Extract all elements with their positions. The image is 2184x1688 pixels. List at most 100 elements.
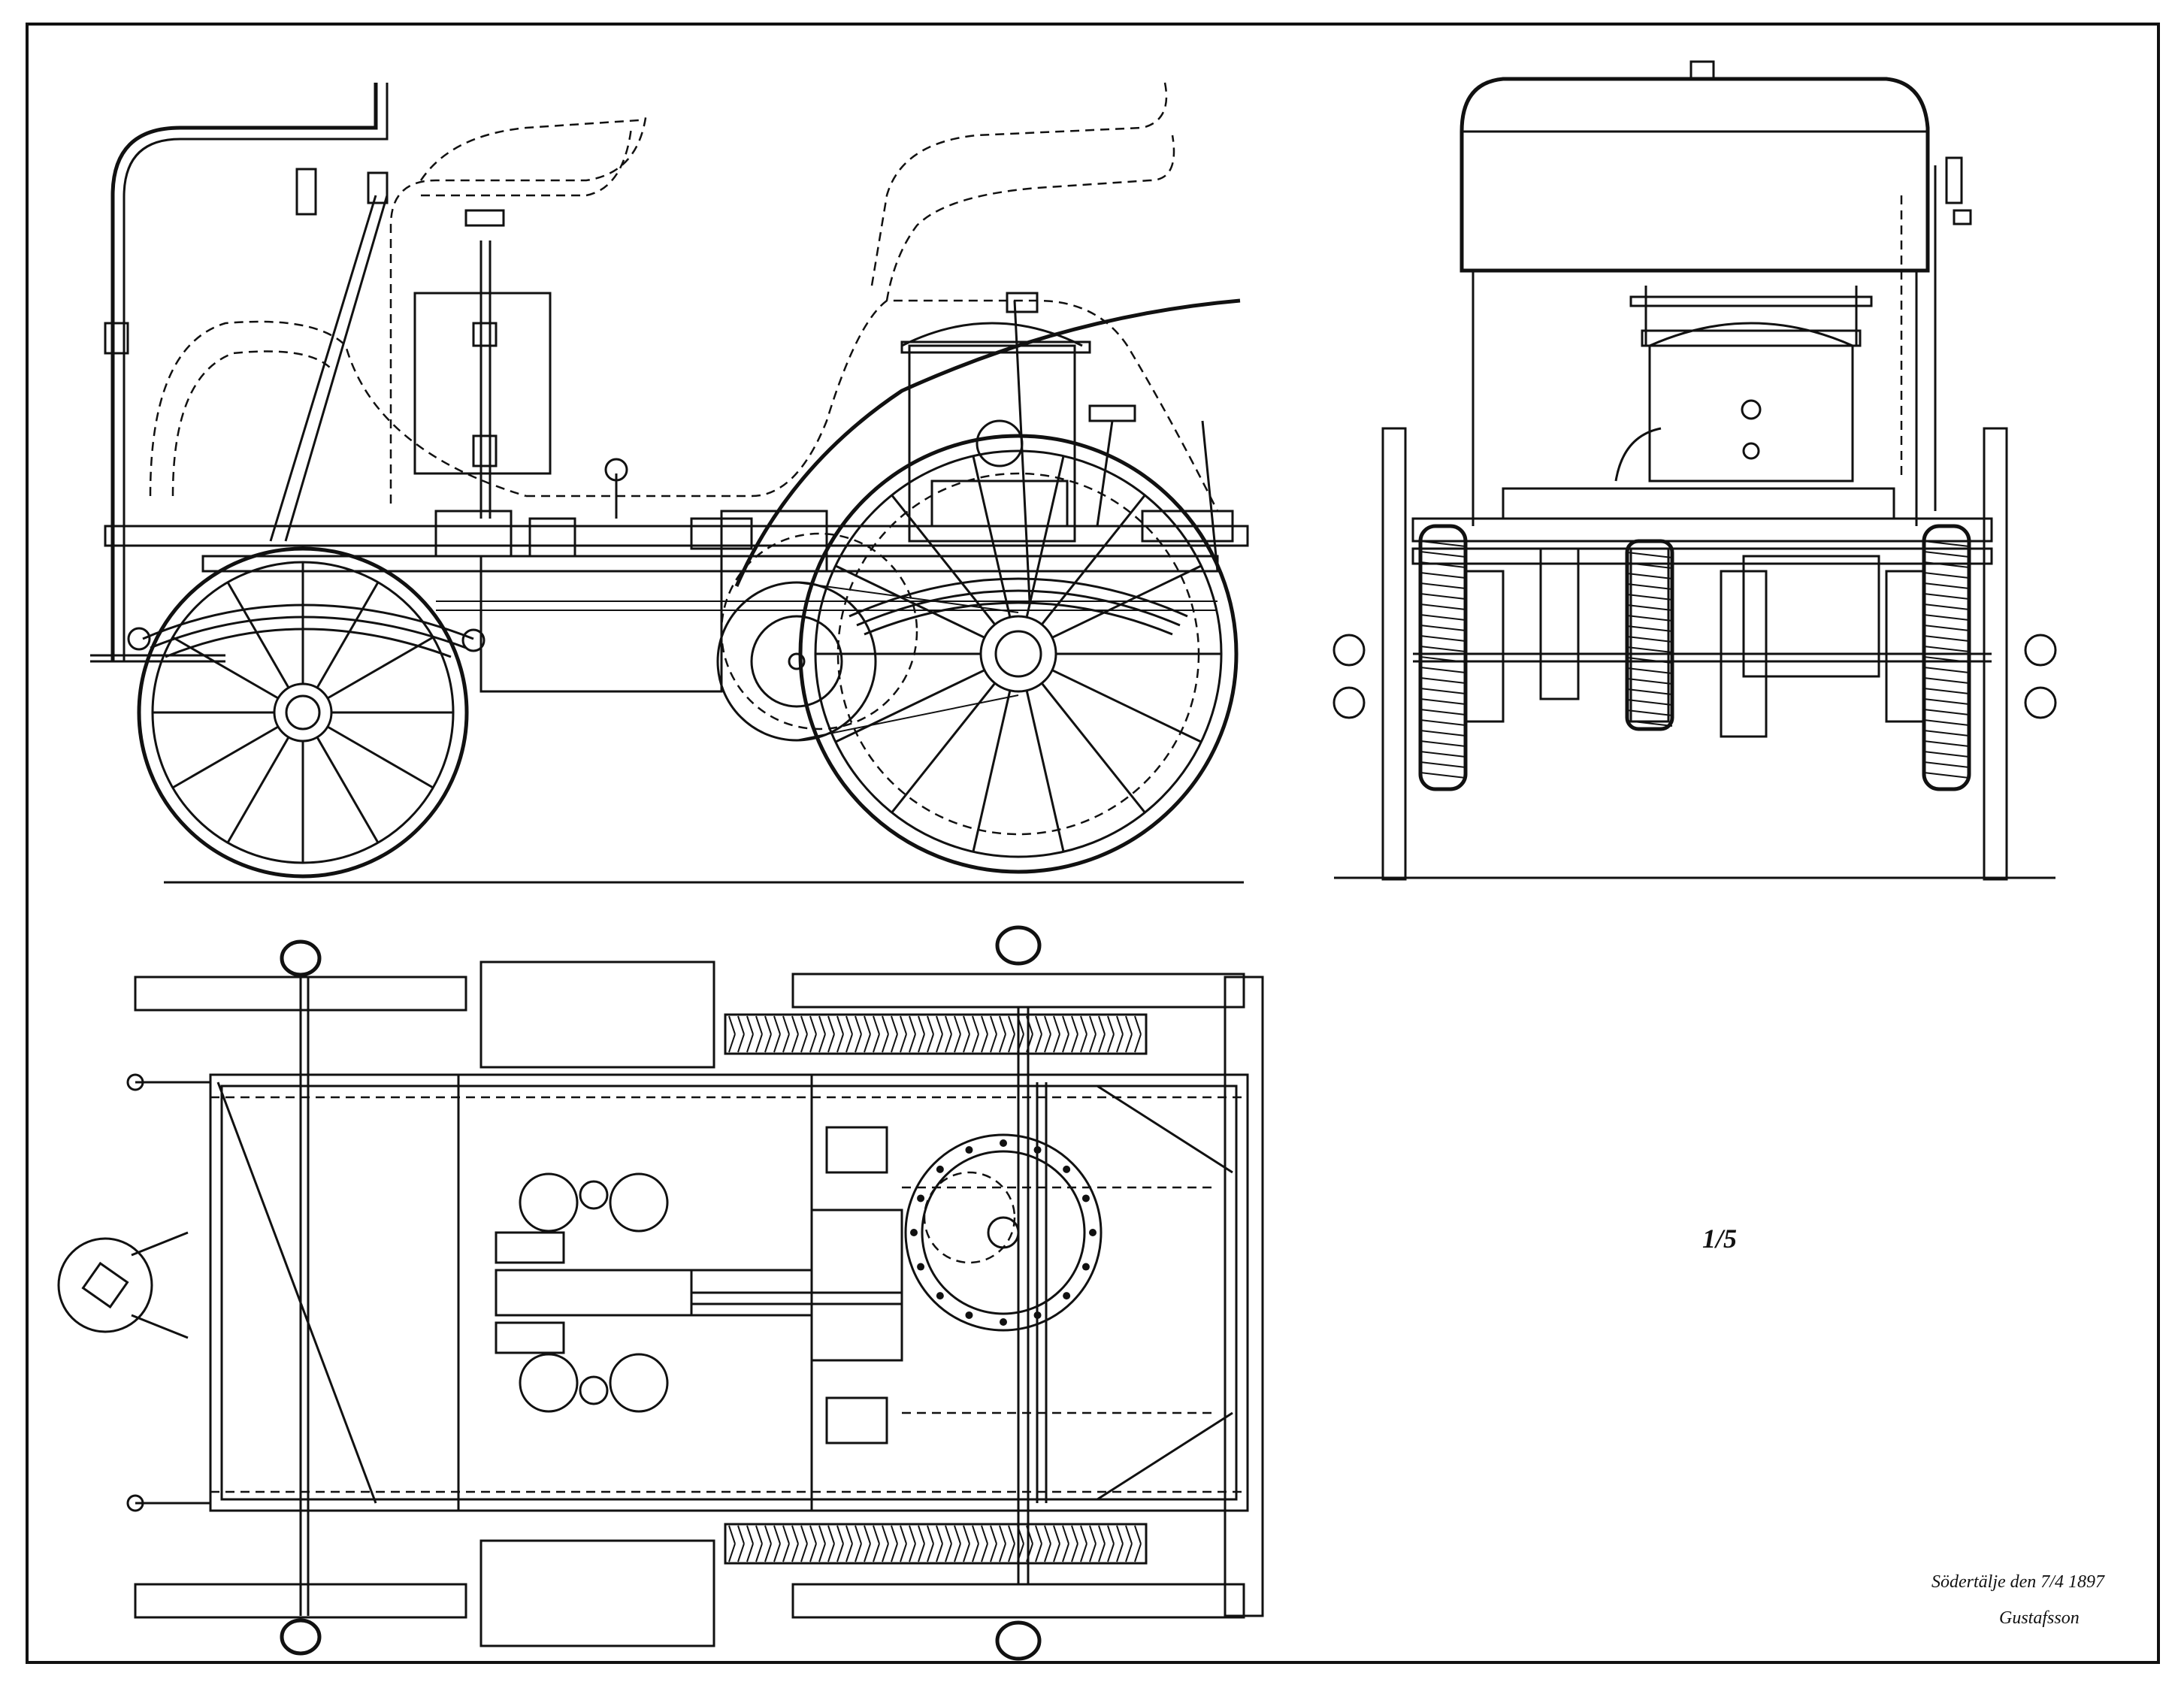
- drawing-stroke: [1626, 636, 1673, 643]
- drawing-stroke: [1420, 646, 1466, 652]
- drawing-stroke: [746, 1525, 754, 1544]
- drawing-stroke: [972, 1543, 979, 1562]
- steering-tiller: [104, 83, 389, 661]
- plan-gearbox: [690, 1126, 1218, 1444]
- drawing-stroke: [855, 1525, 862, 1544]
- drawing-stroke: [1923, 551, 1970, 558]
- drawing-stroke: [1053, 1015, 1060, 1035]
- drawing-stroke: [1420, 772, 1466, 779]
- front-steering: [1900, 156, 1972, 511]
- drawing-stroke: [1923, 719, 1970, 726]
- drawing-stroke: [827, 1033, 835, 1053]
- drawing-stroke: [1089, 1525, 1097, 1544]
- drawing-stroke: [1626, 594, 1673, 600]
- drawing-stroke: [1107, 1033, 1115, 1053]
- drawing-stroke: [999, 1525, 1006, 1544]
- plan-flywheel: [904, 1133, 1103, 1332]
- drawing-stroke: [809, 1015, 817, 1035]
- plan-rear-wheels: [724, 925, 1245, 1661]
- drawing-stroke: [1923, 646, 1970, 652]
- drawing-stroke: [990, 1543, 997, 1562]
- drawing-stroke: [1923, 593, 1970, 600]
- drawing-stroke: [1098, 1543, 1106, 1562]
- drawing-stroke: [1080, 1525, 1087, 1544]
- drawing-stroke: [1626, 646, 1673, 653]
- drawing-stroke: [1626, 720, 1673, 727]
- drawing-stroke: [909, 1543, 916, 1562]
- drawing-stroke: [1044, 1525, 1051, 1544]
- control-box: [413, 209, 552, 519]
- drawing-stroke: [737, 1033, 745, 1053]
- drawing-stroke: [1041, 494, 1146, 625]
- drawing-stroke: [755, 1015, 763, 1035]
- drawing-stroke: [882, 1525, 889, 1544]
- drawing-stroke: [1053, 1543, 1060, 1562]
- drawing-stroke: [746, 1015, 754, 1035]
- engine-tank: [900, 292, 1091, 602]
- drawing-stroke: [1134, 1033, 1142, 1053]
- drawing-stroke: [1626, 583, 1673, 590]
- place-date-label: Södertälje den 7/4 1897: [1931, 1572, 2105, 1592]
- drawing-stroke: [1923, 604, 1970, 610]
- drawing-stroke: [981, 1543, 988, 1562]
- sheet-border: [26, 23, 2160, 1664]
- drawing-stroke: [927, 1015, 934, 1035]
- drawing-stroke: [764, 1033, 772, 1053]
- drawing-stroke: [728, 1543, 736, 1562]
- drawing-stroke: [800, 1015, 808, 1035]
- drawing-stroke: [999, 1015, 1006, 1035]
- drawing-stroke: [1035, 1525, 1042, 1544]
- drawing-stroke: [1923, 709, 1970, 715]
- drawing-stroke: [836, 1543, 844, 1562]
- drawing-stroke: [1923, 761, 1970, 768]
- drawing-stroke: [327, 725, 434, 789]
- drawing-stroke: [791, 1525, 799, 1544]
- drawing-stroke: [1134, 1015, 1142, 1035]
- drawing-stroke: [873, 1525, 880, 1544]
- drawing-stroke: [918, 1033, 925, 1053]
- drawing-stroke: [737, 1015, 745, 1035]
- drawing-stroke: [836, 1525, 844, 1544]
- drawing-stroke: [1044, 1015, 1051, 1035]
- drawing-stroke: [900, 1543, 907, 1562]
- drawing-stroke: [1041, 682, 1146, 814]
- drawing-stroke: [864, 1015, 871, 1035]
- drawing-stroke: [1062, 1543, 1069, 1562]
- leaf-springs: [127, 577, 1188, 658]
- drawing-stroke: [1420, 593, 1466, 600]
- drawing-stroke: [1116, 1543, 1124, 1562]
- drawing-stroke: [1420, 614, 1466, 621]
- rear-wheel: [798, 434, 1239, 874]
- drawing-stroke: [773, 1525, 781, 1544]
- drawing-stroke: [963, 1543, 970, 1562]
- flywheel-bolt: [917, 1263, 925, 1271]
- drawing-stroke: [1062, 1525, 1069, 1544]
- drawing-stroke: [909, 1015, 916, 1035]
- drawing-stroke: [873, 1015, 880, 1035]
- drawing-stroke: [1008, 1543, 1015, 1562]
- drawing-stroke: [1080, 1015, 1087, 1035]
- drawing-stroke: [990, 1015, 997, 1035]
- drawing-stroke: [764, 1015, 772, 1035]
- drawing-stroke: [855, 1543, 862, 1562]
- drawing-stroke: [936, 1015, 943, 1035]
- drawing-stroke: [1626, 573, 1673, 579]
- drawing-stroke: [882, 1543, 889, 1562]
- drawing-stroke: [918, 1015, 925, 1035]
- drawing-stroke: [1923, 614, 1970, 621]
- drawing-stroke: [1420, 551, 1466, 558]
- drawing-stroke: [1125, 1525, 1133, 1544]
- drawing-stroke: [900, 1033, 907, 1053]
- drawing-stroke: [1071, 1033, 1078, 1053]
- drawing-stroke: [1923, 698, 1970, 705]
- drawing-stroke: [1626, 625, 1673, 632]
- drawing-stroke: [1420, 656, 1466, 663]
- drawing-stroke: [764, 1543, 772, 1562]
- drawing-stroke: [1125, 1015, 1133, 1035]
- drawing-stroke: [827, 1525, 835, 1544]
- drawing-stroke: [927, 1033, 934, 1053]
- drawing-stroke: [999, 1543, 1006, 1562]
- drawing-stroke: [836, 1015, 844, 1035]
- drawing-stroke: [891, 1015, 898, 1035]
